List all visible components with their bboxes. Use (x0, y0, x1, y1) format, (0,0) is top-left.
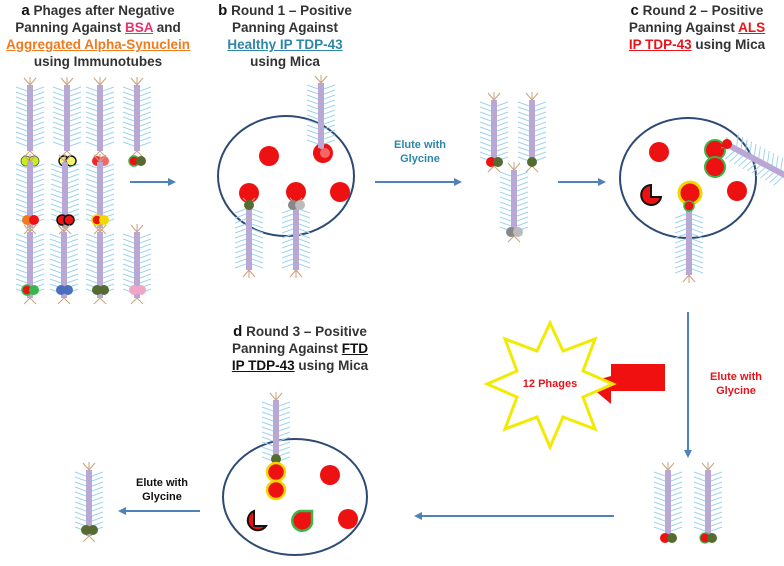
elute-1-line1: Elute with (394, 139, 446, 151)
phage (305, 74, 337, 158)
phage (48, 223, 80, 305)
protein-dot (265, 461, 287, 483)
phage (121, 76, 153, 167)
phage-tip (271, 454, 281, 464)
panel-d-line2-pre: Panning Against (231, 341, 342, 356)
protein-dot (649, 142, 669, 162)
panel-b-letter: b (218, 2, 228, 19)
panel-d-label: d Round 3 – Positive Panning Against FTD… (220, 323, 380, 374)
protein-dot (259, 146, 279, 166)
panel-a-letter: a (21, 2, 30, 19)
elute-1-line2: Glycine (400, 153, 440, 165)
panel-d-line3-post: using Mica (294, 358, 369, 373)
phage (84, 76, 116, 166)
phage (498, 161, 530, 243)
protein-dot (338, 509, 358, 529)
panel-a-phage-grid (14, 76, 153, 305)
phage (14, 153, 46, 235)
panel-a-line2-pre: Panning Against (15, 20, 125, 35)
panel-c-label: c Round 2 – Positive Panning Against ALS… (610, 2, 784, 53)
phage (49, 153, 81, 235)
protein-dot (704, 156, 726, 178)
panel-c-line1: Round 2 – Positive (642, 3, 764, 18)
phage (478, 91, 510, 173)
panel-c-mica (619, 117, 784, 284)
protein-dot (265, 479, 287, 501)
eluted-phages-round1 (478, 91, 548, 243)
elute-2-line2: Glycine (716, 385, 756, 397)
panel-a-line2-post: and (153, 20, 181, 35)
elute-2-line1: Elute with (710, 371, 762, 383)
panel-a-label: a Phages after Negative Panning Against … (0, 2, 196, 70)
phage (51, 76, 83, 167)
protein-dot (291, 509, 314, 532)
phage-tip (295, 200, 305, 210)
panel-d-mica (222, 391, 368, 556)
panel-c-letter: c (630, 2, 639, 19)
phage (652, 461, 684, 543)
panel-a-line4: using Immunotubes (33, 54, 163, 69)
phage-tip (244, 200, 254, 210)
panel-a-bsa: BSA (124, 20, 153, 35)
panel-b-line4: using Mica (250, 54, 320, 69)
panel-a-line1: Phages after Negative (33, 3, 175, 18)
protein-dot (239, 183, 259, 203)
elute-3-line2: Glycine (142, 491, 182, 503)
protein-dot (727, 181, 747, 201)
panel-d-ftd: FTD (341, 341, 368, 356)
panel-c-tdp: IP TDP-43 (628, 37, 692, 52)
eluted-phages-round2 (652, 461, 724, 544)
protein-dot (640, 183, 663, 206)
panel-c-line2-pre: Panning Against (628, 20, 739, 35)
phage (14, 223, 46, 305)
elute-3-line1: Elute with (136, 477, 188, 489)
panel-b-line2: Panning Against (231, 20, 338, 35)
phage (14, 76, 46, 167)
protein-dot (320, 465, 340, 485)
panel-c-als: ALS (738, 20, 766, 35)
phage (692, 461, 724, 544)
mica-surface (222, 438, 368, 556)
panel-c-line3-post: using Mica (691, 37, 766, 52)
phage (516, 91, 548, 173)
panel-b-mica (217, 74, 355, 279)
panel-b-label: b Round 1 – Positive Panning Against Hea… (210, 2, 360, 70)
panel-d-tdp: IP TDP-43 (231, 358, 295, 373)
phage-tip (288, 200, 298, 210)
panel-b-healthy: Healthy IP TDP-43 (227, 37, 343, 52)
phage (84, 153, 116, 235)
panel-b-line1: Round 1 – Positive (231, 3, 352, 18)
final-phage (73, 461, 105, 543)
result-count-label: 12 Phages (522, 378, 578, 390)
panel-d-letter: d (233, 323, 243, 340)
elute-label-3: Elute with Glycine (122, 476, 202, 504)
protein-dot (286, 182, 306, 202)
elute-label-2: Elute with Glycine (696, 370, 776, 398)
panel-d-line1: Round 3 – Positive (246, 324, 367, 339)
result-star (483, 319, 617, 451)
protein-dot (246, 509, 268, 532)
phage-tip (722, 139, 732, 149)
protein-dot (330, 182, 350, 202)
panel-a-synuclein: Aggregated Alpha-Synuclein (5, 37, 191, 52)
result-arrow (586, 364, 665, 404)
phage (121, 223, 153, 305)
mica-surface (217, 115, 355, 237)
phage-tip (683, 200, 695, 212)
phage (84, 223, 116, 305)
elute-label-1: Elute with Glycine (380, 138, 460, 166)
